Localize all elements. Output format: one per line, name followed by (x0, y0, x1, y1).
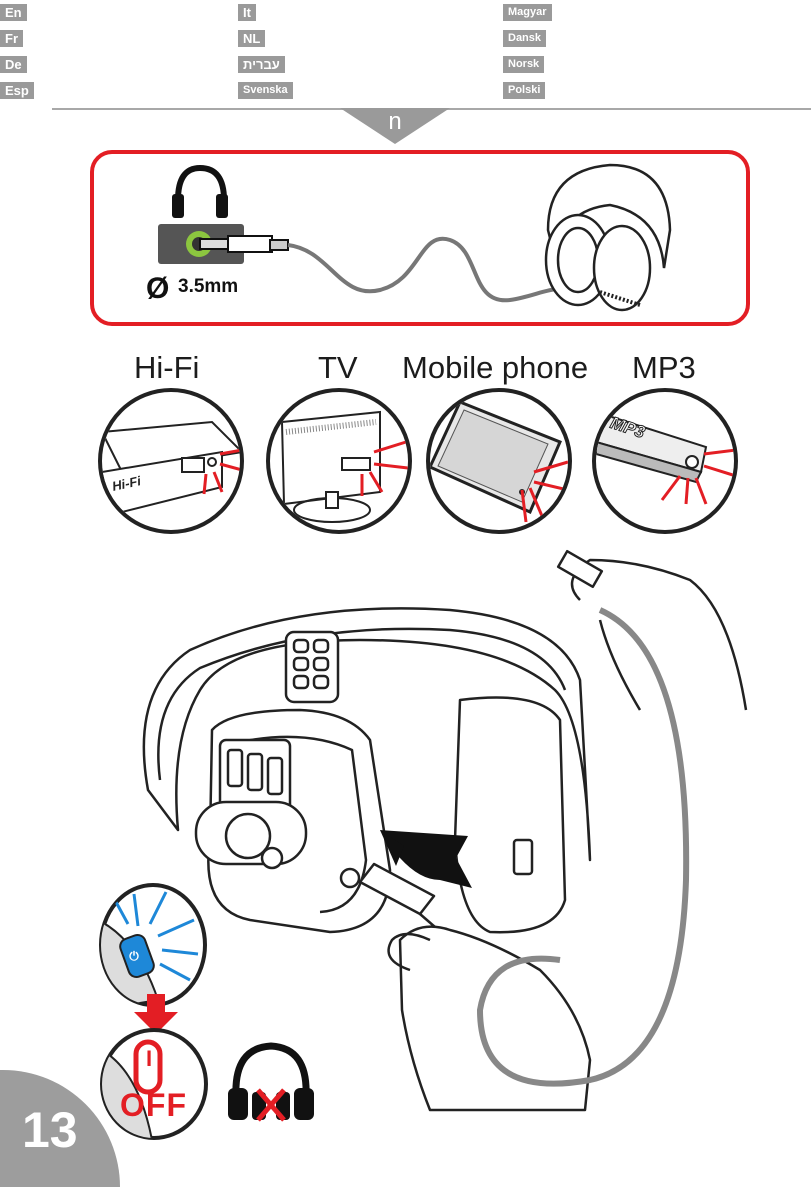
source-circle-mp3: MP3 (592, 388, 738, 534)
source-label-mp3: MP3 (632, 350, 696, 386)
headphones-off-icon (226, 1040, 316, 1122)
svg-text:Ø: Ø (146, 272, 169, 305)
off-label: OFF (120, 1087, 187, 1123)
source-label-hifi: Hi-Fi (134, 350, 199, 386)
source-label-tv: TV (318, 350, 358, 386)
power-button-detail (98, 880, 208, 1010)
off-circle (98, 1028, 210, 1140)
source-circle-tv (266, 388, 412, 534)
source-circle-hifi: Hi-Fi (98, 388, 244, 534)
power-on-symbol: I (146, 1048, 154, 1070)
connection-panel: Ø (0, 0, 811, 340)
power-symbol-icon: ⏻ (126, 948, 142, 964)
page-number: 13 (22, 1100, 78, 1160)
source-label-mobile-phone: Mobile phone (402, 350, 588, 386)
connector-size-label: 3.5mm (178, 276, 238, 298)
source-circle-mobile-phone (426, 388, 572, 534)
